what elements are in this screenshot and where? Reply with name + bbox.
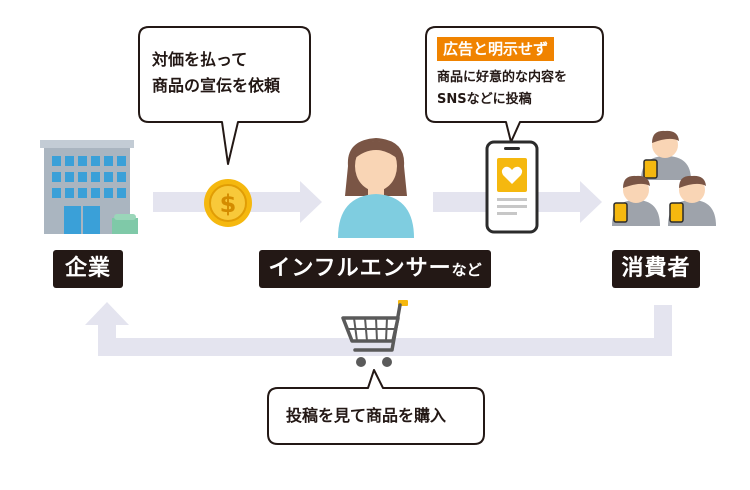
consumer-label: 消費者 bbox=[612, 250, 700, 288]
post-bubble-line2: SNSなどに投稿 bbox=[437, 92, 532, 107]
influencer-label-suffix: など bbox=[451, 261, 482, 279]
influencer-label: インフルエンサーなど bbox=[259, 250, 491, 288]
shopping-cart-icon bbox=[341, 300, 408, 367]
consumer-group-icon bbox=[612, 130, 716, 226]
smartphone-heart-icon bbox=[485, 140, 539, 234]
payment-bubble-line2: 商品の宣伝を依頼 bbox=[152, 76, 281, 95]
influencer-label-text: インフルエンサー bbox=[268, 256, 452, 281]
arrow-consumer-to-company bbox=[85, 302, 672, 356]
dollar-coin-icon: $ bbox=[204, 179, 252, 227]
consumer-label-text: 消費者 bbox=[621, 256, 691, 281]
purchase-bubble-text: 投稿を見て商品を購入 bbox=[286, 406, 447, 425]
office-building-icon bbox=[40, 140, 138, 234]
payment-bubble bbox=[138, 26, 311, 165]
svg-text:$: $ bbox=[220, 190, 237, 218]
payment-bubble-line1: 対価を払って bbox=[152, 50, 248, 69]
company-label: 企業 bbox=[53, 250, 123, 288]
purchase-bubble bbox=[267, 369, 485, 445]
post-bubble-tag: 広告と明示せず bbox=[437, 37, 555, 61]
post-bubble-line1: 商品に好意的な内容を bbox=[437, 70, 568, 85]
company-label-text: 企業 bbox=[64, 256, 111, 281]
influencer-person-icon bbox=[338, 138, 414, 238]
